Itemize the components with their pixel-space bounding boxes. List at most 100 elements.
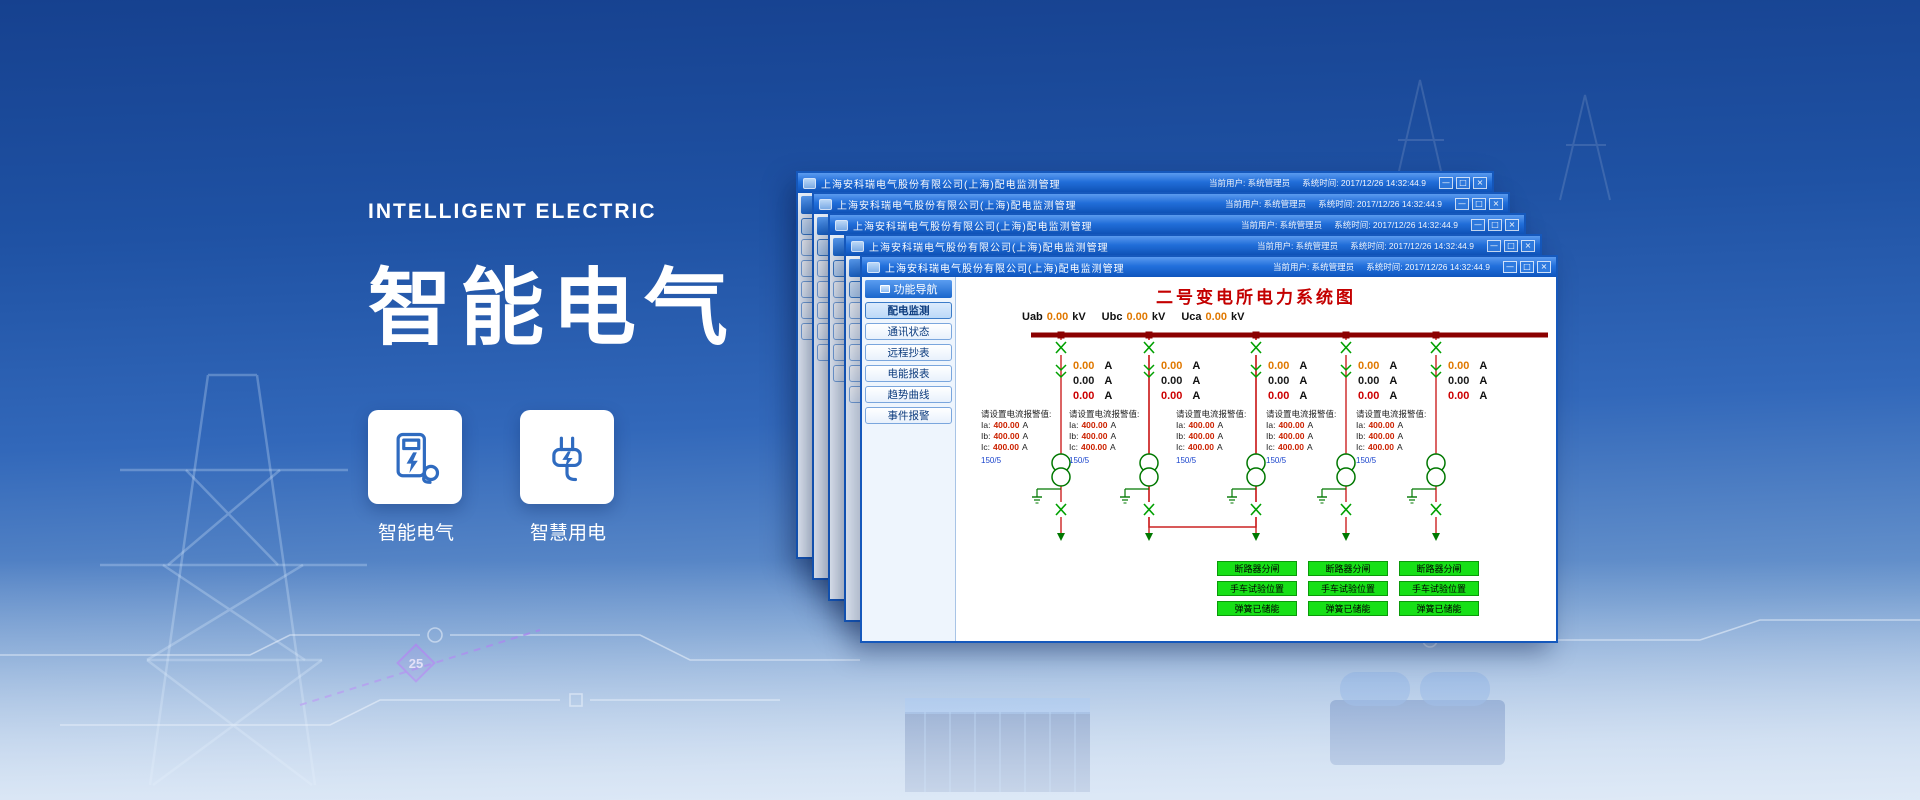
app-icon [803, 177, 816, 189]
app-icon [851, 240, 864, 252]
ct-ratio: 150/5 [1266, 456, 1287, 465]
current-user: 当前用户: 系统管理员 [1240, 220, 1323, 230]
current-user: 当前用户: 系统管理员 [1224, 199, 1307, 209]
breaker-status-group-1: 断路器分闸手车试验位置弹簧已储能 [1308, 561, 1388, 616]
feature-card-smart-power[interactable]: 智慧用电 [520, 410, 616, 545]
close-button[interactable]: × [1489, 198, 1503, 210]
system-time: 系统时间: 2017/12/26 14:32:44.9 [1302, 178, 1426, 188]
titlebar-status: 当前用户: 系统管理员 系统时间: 2017/12/26 14:32:44.9 [1241, 219, 1458, 231]
scada-window: 上海安科瑞电气股份有限公司(上海)配电监测管理 当前用户: 系统管理员 系统时间… [860, 255, 1558, 643]
window-controls: —□× [1455, 198, 1503, 210]
close-button[interactable]: × [1473, 177, 1487, 189]
system-time: 系统时间: 2017/12/26 14:32:44.9 [1366, 262, 1490, 272]
status-indicator: 手车试验位置 [1399, 581, 1479, 596]
window-titlebar[interactable]: 上海安科瑞电气股份有限公司(上海)配电监测管理 当前用户: 系统管理员 系统时间: … [814, 194, 1508, 214]
ct-ratio: 150/5 [1356, 456, 1377, 465]
close-button[interactable]: × [1521, 240, 1535, 252]
function-nav-title: 功能导航 [893, 284, 938, 296]
feature-card-smart-electric[interactable]: 智能电气 [368, 410, 464, 545]
hero-text-block: INTELLIGENT ELECTRIC 智能电气 智能电气 [368, 200, 736, 545]
app-icon [819, 198, 832, 210]
monitor-icon [879, 285, 890, 293]
window-controls: —□× [1439, 177, 1487, 189]
nav-button-3[interactable]: 电能报表 [865, 365, 952, 382]
titlebar-status: 当前用户: 系统管理员 系统时间: 2017/12/26 14:32:44.9 [1209, 177, 1426, 189]
window-title: 上海安科瑞电气股份有限公司(上海)配电监测管理 [821, 179, 1061, 191]
window-title: 上海安科瑞电气股份有限公司(上海)配电监测管理 [885, 263, 1125, 275]
close-button[interactable]: × [1537, 261, 1551, 273]
window-controls: — □ × [1503, 261, 1551, 273]
breaker-status-group-0: 断路器分闸手车试验位置弹簧已储能 [1217, 561, 1297, 616]
window-controls: —□× [1471, 219, 1519, 231]
charging-pile-icon [368, 410, 462, 505]
window-stack: 上海安科瑞电气股份有限公司(上海)配电监测管理当前用户: 系统管理员系统时间: … [796, 171, 1566, 651]
window-controls: —□× [1487, 240, 1535, 252]
titlebar-status: 当前用户: 系统管理员 系统时间: 2017/12/26 14:32:44.9 [1225, 198, 1442, 210]
feature-card-label: 智能电气 [377, 523, 454, 545]
minimize-button[interactable]: — [1439, 177, 1453, 189]
window-title: 上海安科瑞电气股份有限公司(上海)配电监测管理 [869, 242, 1109, 254]
nav-button-2[interactable]: 远程抄表 [865, 344, 952, 361]
app-icon [867, 261, 880, 273]
minimize-button[interactable]: — [1455, 198, 1469, 210]
window-title: 上海安科瑞电气股份有限公司(上海)配电监测管理 [837, 200, 1077, 212]
app-icon [835, 219, 848, 231]
ct-ratio: 150/5 [1176, 456, 1197, 465]
maximize-button[interactable]: □ [1472, 198, 1486, 210]
titlebar-status: 当前用户: 系统管理员 系统时间: 2017/12/26 14:32:44.9 [1273, 261, 1490, 273]
status-indicator: 弹簧已储能 [1308, 601, 1388, 616]
feature-cards: 智能电气 智慧用电 [368, 410, 736, 545]
maximize-button[interactable]: □ [1520, 261, 1534, 273]
hero-eyebrow: INTELLIGENT ELECTRIC [368, 200, 657, 223]
function-nav-header: 功能导航 [865, 280, 952, 298]
single-line-diagram [1031, 331, 1548, 541]
current-user: 当前用户: 系统管理员 [1256, 241, 1339, 251]
maximize-button[interactable]: □ [1488, 219, 1502, 231]
page-title: 智能电气 [368, 261, 737, 355]
window-title: 上海安科瑞电气股份有限公司(上海)配电监测管理 [853, 221, 1093, 233]
nav-button-5[interactable]: 事件报警 [865, 407, 952, 424]
close-button[interactable]: × [1505, 219, 1519, 231]
status-indicator: 断路器分闸 [1217, 561, 1297, 576]
window-titlebar[interactable]: 上海安科瑞电气股份有限公司(上海)配电监测管理 当前用户: 系统管理员 系统时间: … [830, 215, 1524, 235]
system-time: 系统时间: 2017/12/26 14:32:44.9 [1318, 199, 1442, 209]
current-user: 当前用户: 系统管理员 [1272, 262, 1355, 272]
window-titlebar[interactable]: 上海安科瑞电气股份有限公司(上海)配电监测管理 当前用户: 系统管理员 系统时间: … [798, 173, 1492, 193]
nav-button-4[interactable]: 趋势曲线 [865, 386, 952, 403]
minimize-button[interactable]: — [1487, 240, 1501, 252]
system-time: 系统时间: 2017/12/26 14:32:44.9 [1350, 241, 1474, 251]
titlebar-status: 当前用户: 系统管理员 系统时间: 2017/12/26 14:32:44.9 [1257, 240, 1474, 252]
function-nav-sidebar: 功能导航配电监测通讯状态远程抄表电能报表趋势曲线事件报警 [862, 277, 956, 641]
status-indicator: 断路器分闸 [1399, 561, 1479, 576]
status-indicator: 弹簧已储能 [1399, 601, 1479, 616]
nav-button-1[interactable]: 通讯状态 [865, 323, 952, 340]
maximize-button[interactable]: □ [1456, 177, 1470, 189]
nav-button-0[interactable]: 配电监测 [865, 302, 952, 319]
minimize-button[interactable]: — [1471, 219, 1485, 231]
minimize-button[interactable]: — [1503, 261, 1517, 273]
current-user: 当前用户: 系统管理员 [1208, 178, 1291, 188]
window-titlebar[interactable]: 上海安科瑞电气股份有限公司(上海)配电监测管理 当前用户: 系统管理员 系统时间: … [846, 236, 1540, 256]
breaker-status-group-2: 断路器分闸手车试验位置弹簧已储能 [1399, 561, 1479, 616]
maximize-button[interactable]: □ [1504, 240, 1518, 252]
status-indicator: 手车试验位置 [1217, 581, 1297, 596]
ct-ratio: 150/5 [1069, 456, 1090, 465]
status-indicator: 弹簧已储能 [1217, 601, 1297, 616]
window-titlebar[interactable]: 上海安科瑞电气股份有限公司(上海)配电监测管理 当前用户: 系统管理员 系统时间… [862, 257, 1556, 277]
system-time: 系统时间: 2017/12/26 14:32:44.9 [1334, 220, 1458, 230]
